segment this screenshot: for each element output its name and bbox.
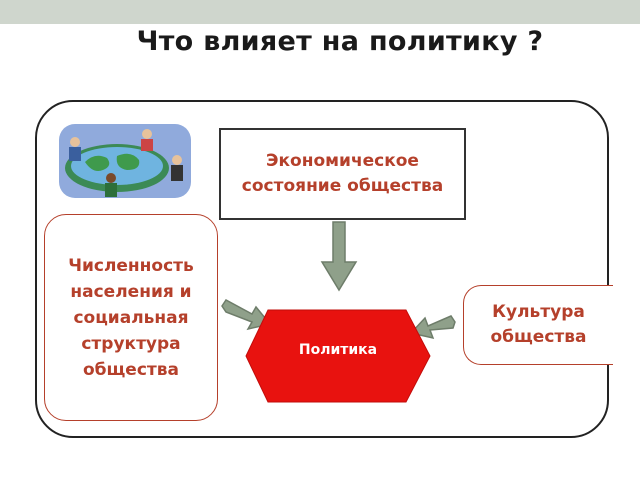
top-decor-bar <box>0 0 640 24</box>
economy-box: Экономическое состояние общества <box>219 128 466 220</box>
culture-box: Культура общества <box>463 285 613 365</box>
politics-hexagon <box>245 309 431 403</box>
meeting-globe-clipart-icon <box>59 124 191 198</box>
diagram-frame <box>35 100 609 438</box>
population-box: Численность населения и социальная струк… <box>44 214 218 421</box>
page-title: Что влияет на политику ? <box>136 26 544 57</box>
politics-label: Политика <box>298 342 378 358</box>
arrow-down-icon <box>320 221 358 292</box>
